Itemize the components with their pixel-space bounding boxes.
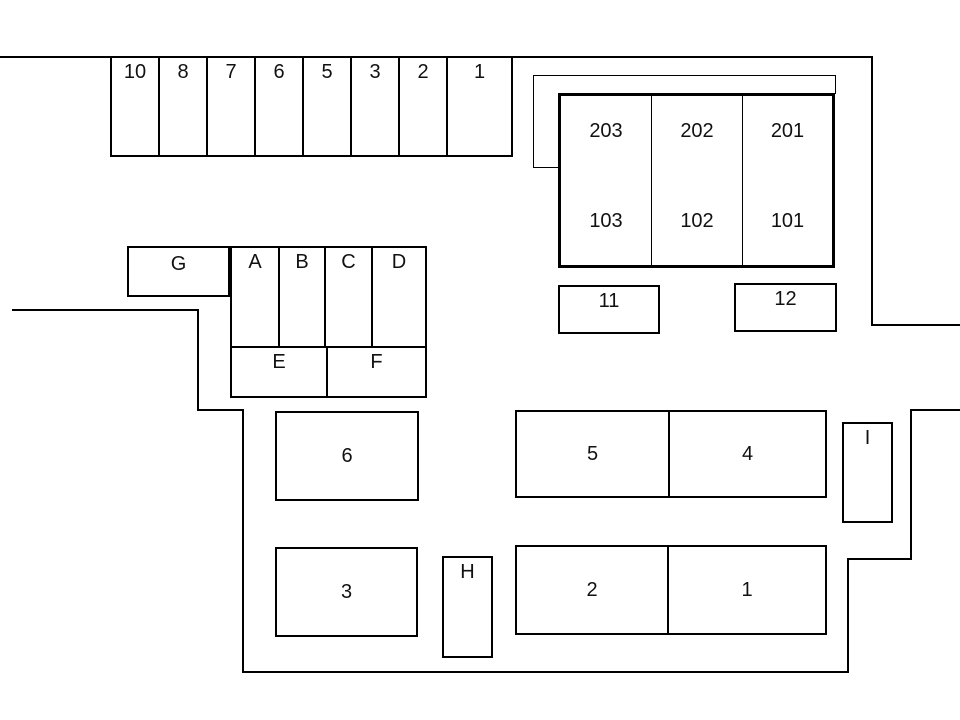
space-box-12: 12 xyxy=(734,283,837,332)
stall-label: 3 xyxy=(369,61,381,83)
boundary-right-lower-line xyxy=(847,558,849,673)
boundary-entry-vert-line xyxy=(910,409,912,560)
boundary-right-upper-line xyxy=(871,56,873,326)
letter-block: A B C D E F xyxy=(230,246,427,398)
unit-label-103: 103 xyxy=(589,210,623,232)
space-box-i: I xyxy=(842,422,893,523)
space-label-e: E xyxy=(272,351,286,373)
space-box-1: 1 xyxy=(669,547,825,633)
space-label-6: 6 xyxy=(341,445,353,467)
boundary-left-step-line xyxy=(197,409,244,411)
space-box-11: 11 xyxy=(558,285,660,334)
space-label-5: 5 xyxy=(586,443,599,465)
space-label-2: 2 xyxy=(586,579,598,601)
space-label-d: D xyxy=(391,251,407,273)
unit-label-202: 202 xyxy=(680,120,714,142)
stall-row: 10 8 7 6 5 3 2 1 xyxy=(110,56,513,157)
space-label-b: B xyxy=(295,251,309,273)
space-label-h: H xyxy=(460,561,475,583)
letter-block-lower-row: E F xyxy=(232,346,425,396)
unit-label-102: 102 xyxy=(680,210,714,232)
space-label-3: 3 xyxy=(340,581,353,603)
space-box-4: 4 xyxy=(670,412,825,496)
space-label-a: A xyxy=(248,251,262,273)
boundary-bottom-line xyxy=(242,671,849,673)
space-box-b: B xyxy=(280,248,326,346)
boundary-left-lower-line xyxy=(242,409,244,673)
stall-space-8: 8 xyxy=(160,58,208,155)
stall-label: 8 xyxy=(177,61,189,83)
space-box-h: H xyxy=(442,556,493,658)
space-label-1: 1 xyxy=(741,579,753,601)
boundary-upper-exit-line xyxy=(871,324,960,326)
building-band-connector-line xyxy=(533,167,559,168)
space-label-11: 11 xyxy=(598,290,620,312)
space-box-6: 6 xyxy=(275,411,419,501)
stall-space-6: 6 xyxy=(256,58,304,155)
space-label-c: C xyxy=(341,251,356,273)
boundary-step-line xyxy=(847,558,912,560)
space-label-i: I xyxy=(864,427,871,449)
space-box-f: F xyxy=(328,348,425,396)
building-column-3: 203 103 xyxy=(561,96,652,265)
stall-label: 6 xyxy=(273,61,285,83)
space-label-g: G xyxy=(170,253,187,275)
space-label-4: 4 xyxy=(741,443,754,465)
unit-label-101: 101 xyxy=(770,210,805,232)
unit-label-201: 201 xyxy=(770,120,805,142)
stall-space-10: 10 xyxy=(112,58,160,155)
stall-space-7: 7 xyxy=(208,58,256,155)
space-box-3: 3 xyxy=(275,547,418,637)
stall-label: 1 xyxy=(473,61,486,83)
space-box-g: G xyxy=(127,246,230,297)
space-box-c: C xyxy=(326,248,373,346)
building-column-2: 202 102 xyxy=(652,96,743,265)
building-band-right-line xyxy=(835,75,836,94)
space-box-2: 2 xyxy=(517,547,669,633)
space-label-f: F xyxy=(370,351,383,373)
stall-space-3: 3 xyxy=(352,58,400,155)
stall-space-1: 1 xyxy=(448,58,511,155)
boundary-left-upper-line xyxy=(197,309,199,411)
letter-block-upper-row: A B C D xyxy=(232,248,425,346)
space-box-e: E xyxy=(232,348,328,396)
space-box-5: 5 xyxy=(517,412,670,496)
stall-label: 5 xyxy=(321,61,333,83)
unit-label-203: 203 xyxy=(589,120,623,142)
building-band-left-line xyxy=(533,75,534,168)
pair-row-2-1: 2 1 xyxy=(515,545,827,635)
boundary-entry-top-line xyxy=(910,409,960,411)
building-band-top-line xyxy=(533,75,836,76)
space-label-12: 12 xyxy=(774,288,797,310)
stall-space-2: 2 xyxy=(400,58,448,155)
stall-label: 2 xyxy=(417,61,429,83)
space-box-d: D xyxy=(373,248,425,346)
building-outline: 203 103 202 102 201 101 xyxy=(558,93,835,268)
building-column-1: 201 101 xyxy=(743,96,832,265)
boundary-left-horiz-line xyxy=(12,309,199,311)
stall-label: 7 xyxy=(225,61,237,83)
space-box-a: A xyxy=(232,248,280,346)
stall-space-5: 5 xyxy=(304,58,352,155)
stall-label: 10 xyxy=(123,61,147,83)
pair-row-5-4: 5 4 xyxy=(515,410,827,498)
